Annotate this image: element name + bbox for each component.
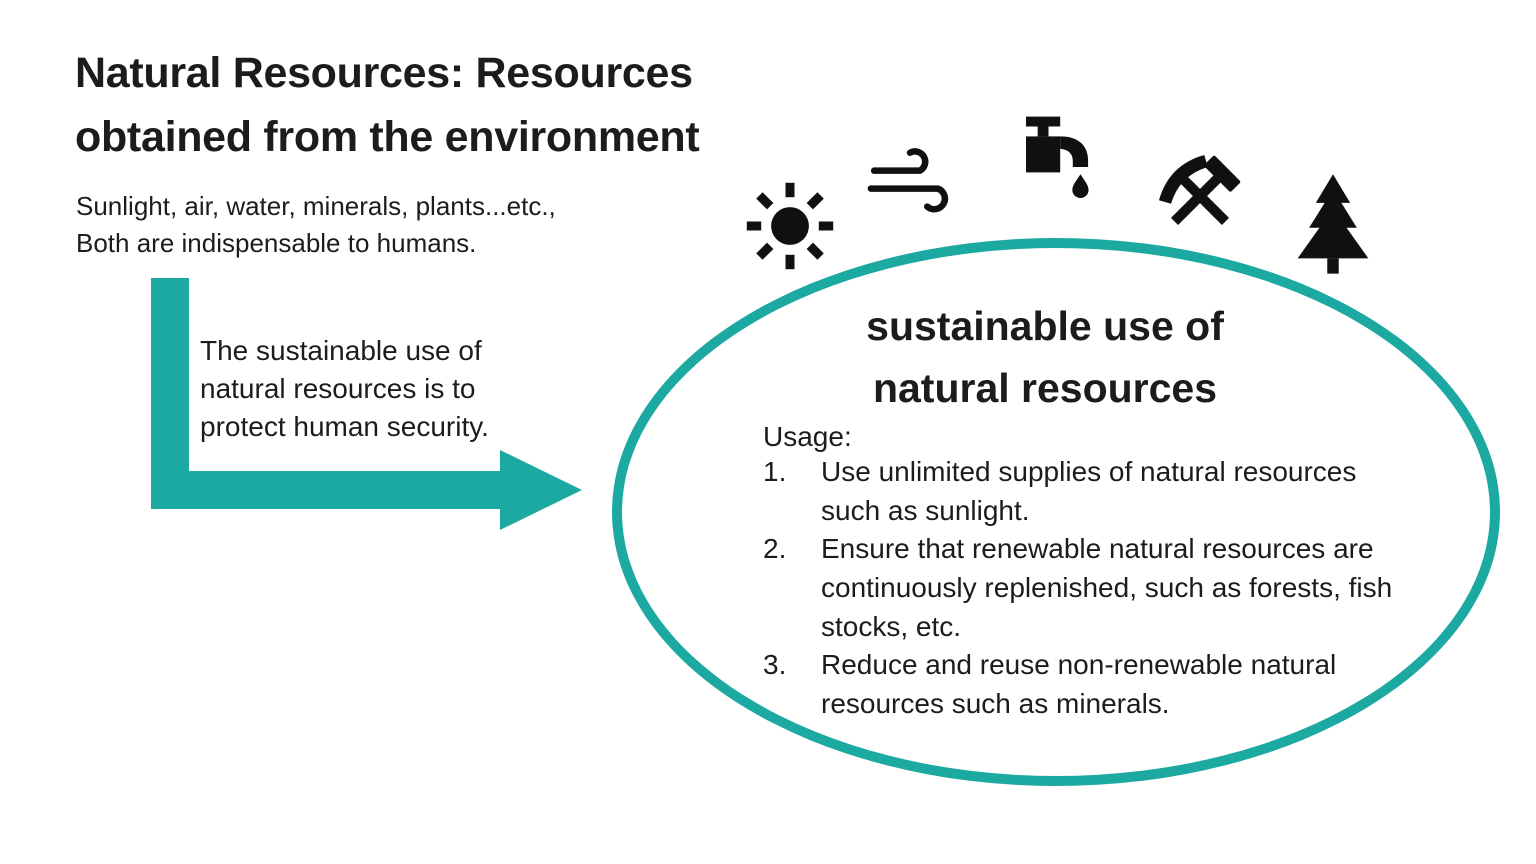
page-title-line-1: Natural Resources: Resources — [75, 49, 693, 97]
sustainable-use-ellipse — [612, 238, 1500, 786]
ellipse-title-line-1: sustainable use of — [866, 303, 1224, 349]
item-number: 3. — [763, 649, 787, 681]
sun-icon — [745, 181, 835, 271]
arrow-note-line-3: protect human security. — [200, 411, 489, 443]
page-title-line-2: obtained from the environment — [75, 112, 700, 161]
pine-tree-icon — [1290, 170, 1376, 276]
item-number: 2. — [763, 533, 787, 565]
wind-icon — [866, 138, 964, 218]
water-faucet-icon — [1008, 110, 1098, 206]
item-number: 1. — [763, 456, 787, 487]
arrow-vertical-bar — [151, 278, 189, 509]
ellipse-title-line-2: natural resources — [872, 364, 1218, 411]
list-item: 2. Ensure that renewable natural resourc… — [763, 530, 1411, 646]
ellipse-title: sustainable use of natural resources — [640, 296, 1450, 419]
item-text: Reduce and reuse non-renewable natural r… — [821, 649, 1337, 719]
usage-label: Usage: — [763, 421, 852, 452]
usage-list: 1. Use unlimited supplies of natural res… — [763, 453, 1411, 723]
item-text: Ensure that renewable natural resources … — [821, 533, 1393, 642]
arrow-note-line-1: The sustainable use of — [200, 335, 482, 366]
intro-text: Sunlight, air, water, minerals, plants..… — [76, 188, 556, 262]
arrow-note-line-2: natural resources is to — [200, 373, 476, 405]
list-item: 3. Reduce and reuse non-renewable natura… — [763, 646, 1411, 723]
intro-line-2: Both are indispensable to humans. — [76, 227, 477, 258]
list-item: 1. Use unlimited supplies of natural res… — [763, 453, 1411, 530]
page-title: Natural Resources: Resources obtained fr… — [75, 42, 700, 169]
intro-line-1: Sunlight, air, water, minerals, plants..… — [76, 191, 556, 221]
arrow-head — [500, 450, 582, 530]
mining-tools-icon — [1150, 146, 1250, 246]
arrow-note-text: The sustainable use of natural resources… — [200, 332, 560, 446]
arrow-horizontal-bar — [151, 471, 502, 509]
item-text: Use unlimited supplies of natural resour… — [821, 456, 1357, 526]
